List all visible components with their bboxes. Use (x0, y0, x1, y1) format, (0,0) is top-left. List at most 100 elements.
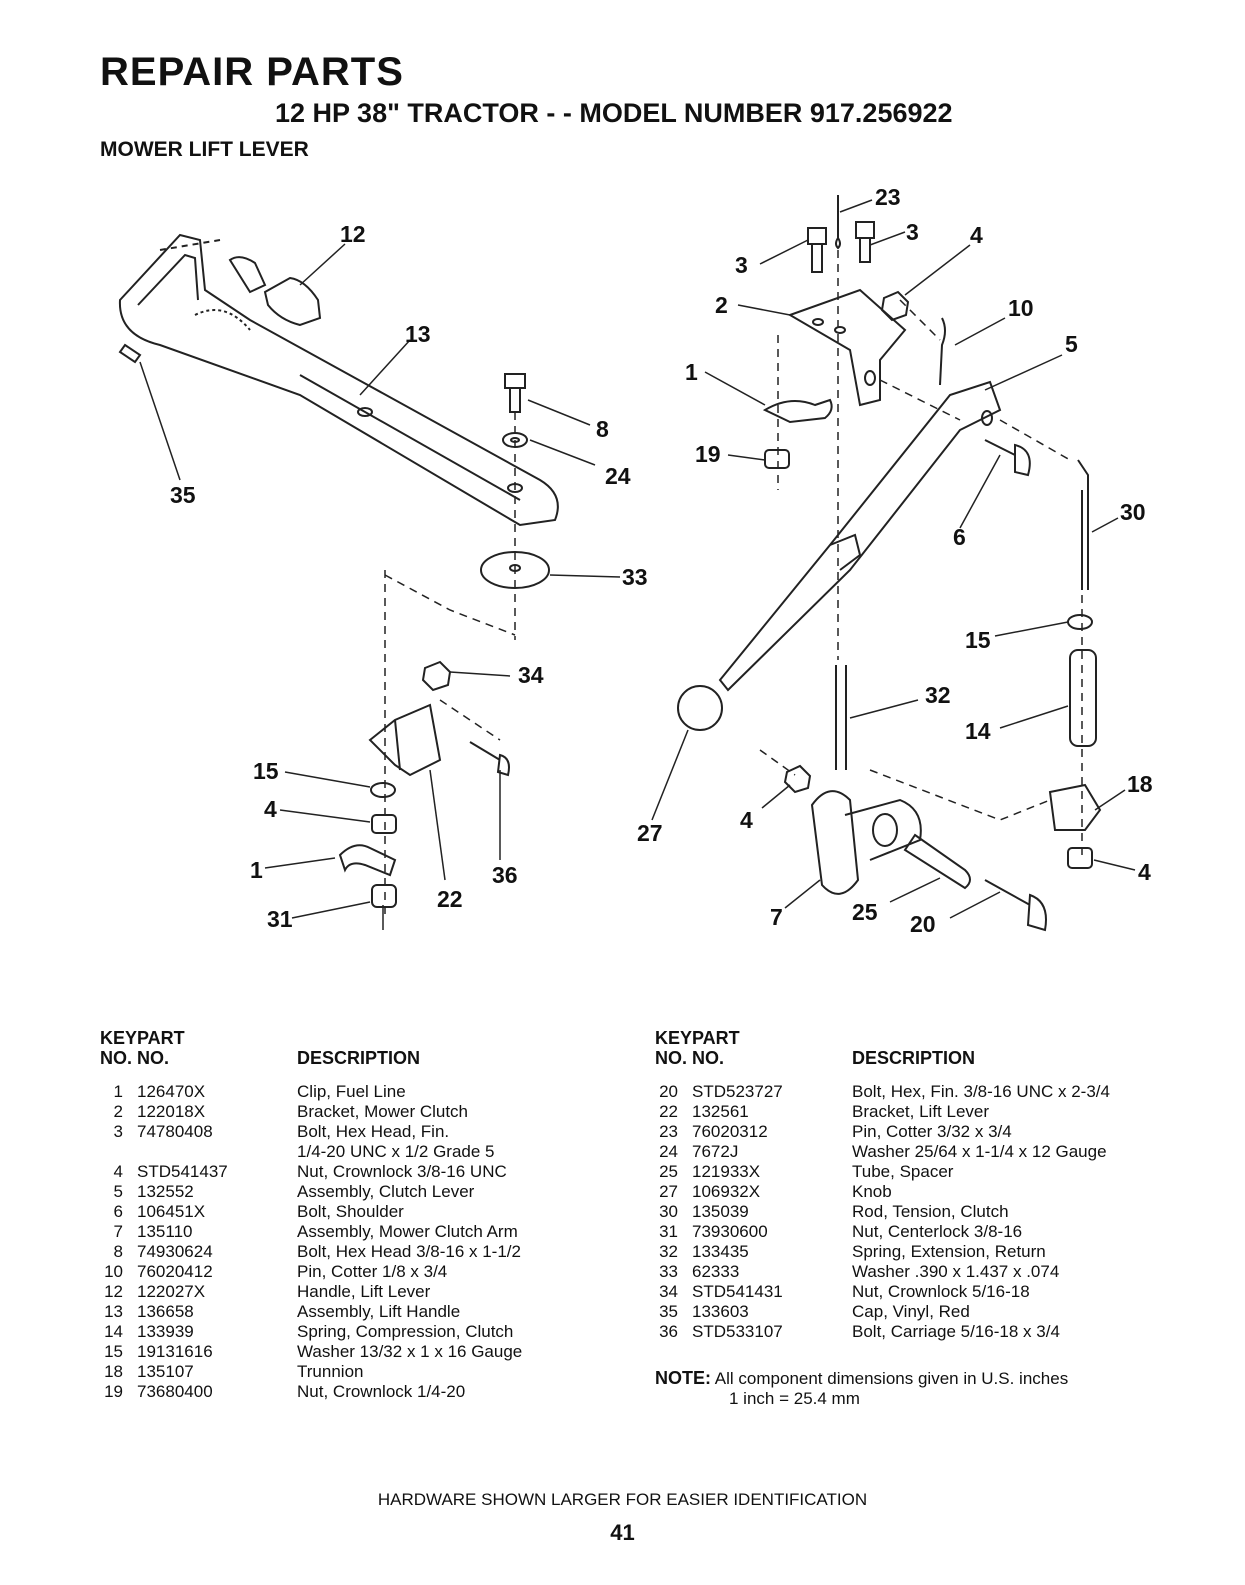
cell-part: 73930600 (692, 1222, 768, 1241)
cell-part: 7672J (692, 1142, 739, 1161)
cell-part: 132552 (137, 1182, 194, 1201)
table-row: 15 19131616 Washer 13/32 x 1 x 16 Gauge (100, 1342, 522, 1362)
page-title: REPAIR PARTS (100, 50, 404, 94)
callout-10: 10 (1008, 295, 1034, 321)
callout-4-top: 4 (970, 222, 983, 248)
cell-desc: Washer 13/32 x 1 x 16 Gauge (297, 1342, 523, 1361)
section-title: MOWER LIFT LEVER (100, 138, 309, 161)
cell-part: 135107 (137, 1362, 194, 1381)
callout-30: 30 (1120, 499, 1146, 525)
callout-18: 18 (1127, 771, 1153, 797)
cell-key: 19 (104, 1382, 124, 1401)
cell-desc: Knob (852, 1182, 892, 1201)
cell-key: 2 (113, 1102, 124, 1121)
compression-spring-drawing (1069, 649, 1097, 747)
nut-34-drawing (421, 660, 452, 692)
cell-part: 73680400 (137, 1382, 213, 1401)
cell-part: 132561 (692, 1102, 749, 1121)
cell-desc: Pin, Cotter 3/32 x 3/4 (852, 1122, 1012, 1141)
cell-desc: Bolt, Carriage 5/16-18 x 3/4 (852, 1322, 1060, 1341)
callout-2: 2 (715, 292, 728, 318)
callout-36: 36 (492, 862, 518, 888)
cell-desc: Clip, Fuel Line (297, 1082, 406, 1101)
cell-desc: Trunnion (297, 1362, 364, 1381)
callout-25: 25 (852, 899, 878, 925)
callout-31: 31 (267, 906, 293, 932)
header-description: DESCRIPTION (852, 1048, 976, 1068)
table-row: 1/4-20 UNC x 1/2 Grade 5 (100, 1142, 522, 1162)
cell-desc: Bolt, Shoulder (297, 1202, 404, 1221)
cell-desc: Assembly, Clutch Lever (297, 1182, 475, 1201)
cell-desc: Bracket, Lift Lever (852, 1102, 990, 1121)
cell-part: 62333 (692, 1262, 740, 1281)
cell-part: STD533107 (692, 1322, 783, 1341)
cell-key (100, 1142, 137, 1162)
page-number: 41 (610, 1520, 635, 1545)
cell-part: 133435 (692, 1242, 749, 1261)
callout-27: 27 (637, 820, 663, 846)
cell-part: 106451X (137, 1202, 206, 1221)
cell-part: 122027X (137, 1282, 206, 1301)
cell-part (137, 1142, 297, 1162)
callout-23: 23 (875, 184, 901, 210)
clutch-arm-drawing (810, 790, 860, 895)
bolt-8-drawing (502, 373, 528, 448)
cell-key: 6 (113, 1202, 124, 1221)
cell-key: 8 (113, 1242, 124, 1261)
cell-part: 136658 (137, 1302, 194, 1321)
cell-key: 10 (104, 1262, 124, 1281)
cell-desc: Spring, Compression, Clutch (297, 1322, 514, 1341)
cell-key: 13 (104, 1302, 124, 1321)
callout-6: 6 (953, 524, 966, 550)
callout-19: 19 (695, 441, 721, 467)
note-line-1: All component dimensions given in U.S. i… (714, 1369, 1069, 1388)
callout-12: 12 (340, 221, 366, 247)
cell-desc: Tube, Spacer (852, 1162, 954, 1181)
cell-desc: Bolt, Hex Head, Fin. (297, 1122, 450, 1141)
cell-part: 74930624 (137, 1242, 213, 1261)
callout-13: 13 (405, 321, 431, 347)
cell-part: 76020412 (137, 1262, 213, 1281)
cell-key: 34 (659, 1282, 679, 1301)
cell-desc: Rod, Tension, Clutch (852, 1202, 1009, 1221)
cell-desc: Assembly, Lift Handle (297, 1302, 461, 1321)
cell-key: 15 (104, 1342, 124, 1361)
lift-handle-grip (263, 276, 322, 327)
cell-key: 25 (659, 1162, 679, 1181)
cell-part: 121933X (692, 1162, 761, 1181)
table-row: 13 136658 Assembly, Lift Handle (100, 1302, 522, 1322)
note-line-2: 1 inch = 25.4 mm (729, 1389, 860, 1408)
cell-part: 19131616 (137, 1342, 213, 1361)
cell-part: 106932X (692, 1182, 761, 1201)
lift-handle-drawing (118, 233, 559, 527)
table-row: 6 106451X Bolt, Shoulder (100, 1202, 522, 1222)
callout-33: 33 (622, 564, 648, 590)
cell-desc: Cap, Vinyl, Red (852, 1302, 970, 1321)
exploded-parts-diagram: 12 13 35 8 24 33 34 15 4 1 31 22 36 23 3… (118, 184, 1153, 937)
cell-desc: Washer 25/64 x 1-1/4 x 12 Gauge (852, 1142, 1107, 1161)
bracket-22-drawing (368, 703, 442, 777)
cell-key: 12 (104, 1282, 124, 1301)
cell-key: 36 (659, 1322, 679, 1341)
cell-key: 23 (659, 1122, 679, 1141)
cell-key: 31 (659, 1222, 679, 1241)
callout-4-mid: 4 (740, 807, 753, 833)
callout-3-right: 3 (906, 219, 919, 245)
cell-part: 126470X (137, 1082, 206, 1101)
cell-key: 24 (659, 1142, 679, 1161)
cell-part: 76020312 (692, 1122, 768, 1141)
cell-part: 133939 (137, 1322, 194, 1341)
callout-15-right: 15 (965, 627, 991, 653)
